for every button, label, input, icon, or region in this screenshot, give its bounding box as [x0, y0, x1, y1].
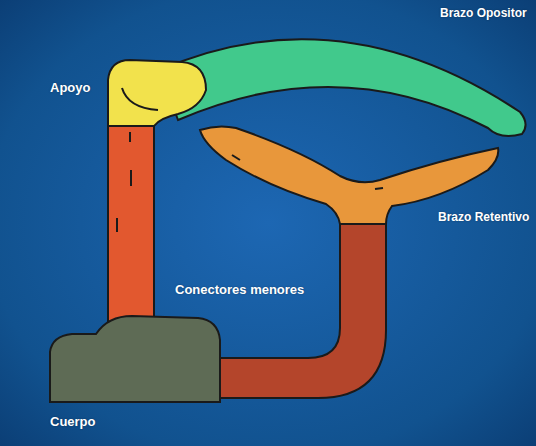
part-label: Brazo Opositor: [440, 6, 527, 20]
occlusal-rest: [108, 60, 206, 126]
part-label: Conectores menores: [175, 282, 304, 297]
detail-mark: [375, 188, 383, 189]
part-label: Brazo Retentivo: [438, 210, 529, 224]
part-label: Apoyo: [50, 80, 90, 95]
rest-connector: [108, 108, 154, 338]
part-label: Cuerpo: [50, 414, 96, 429]
detail-mark: [116, 218, 118, 232]
clasp-body: [50, 316, 220, 402]
detail-mark: [122, 88, 158, 110]
detail-mark: [232, 155, 240, 160]
retentive-arm: [200, 126, 498, 224]
reciprocal-arm: [160, 39, 526, 136]
detail-mark: [130, 170, 132, 186]
retentive-connector: [215, 222, 386, 398]
detail-mark: [129, 132, 131, 142]
